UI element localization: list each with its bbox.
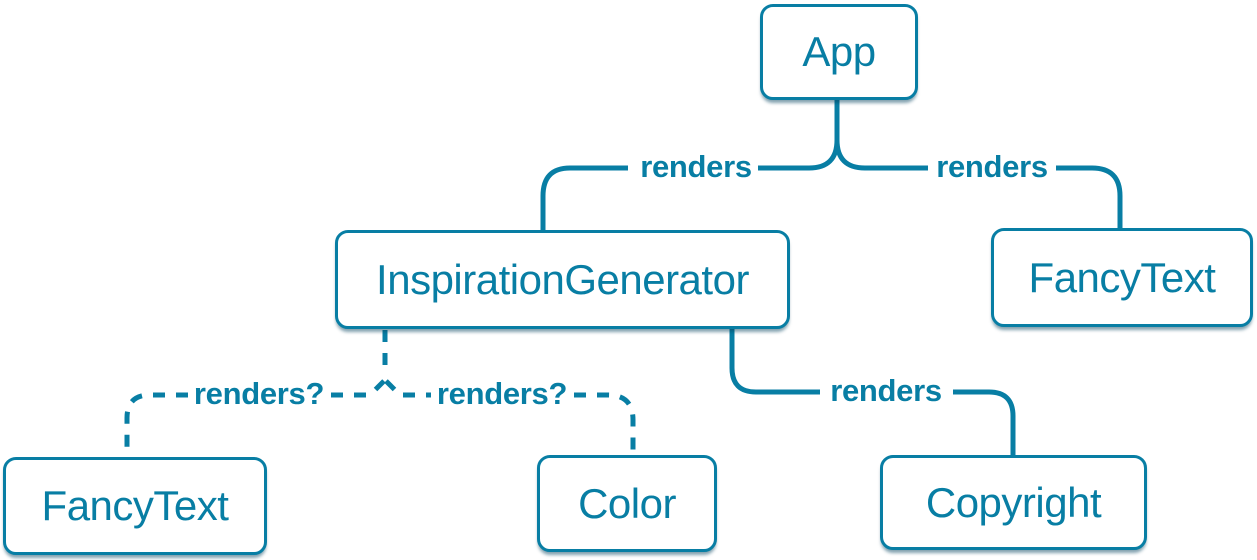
- node-copyright: Copyright: [880, 455, 1147, 550]
- edge-inspiration-fork-left-path: [368, 379, 386, 397]
- edge-app-stem-right-path: [834, 139, 928, 171]
- edge-label-inspiration-renders-fancytext: renders?: [193, 376, 325, 411]
- node-inspiration-generator: InspirationGenerator: [335, 230, 790, 329]
- edge-inspiration-fancytext-seg2-path: [124, 392, 188, 455]
- edge-inspiration-copyright-seg1-path: [729, 329, 820, 395]
- node-fancy-text-top-label: FancyText: [1028, 253, 1216, 301]
- edge-label-inspiration-renders-copyright: renders: [830, 373, 942, 408]
- edge-app-inspiration-path: [540, 165, 628, 230]
- edge-inspiration-copyright-seg2-path: [953, 389, 1016, 457]
- edge-app-fancytext-path: [1056, 165, 1123, 228]
- node-app-label: App: [802, 28, 876, 75]
- node-fancy-text-bottom: FancyText: [3, 457, 267, 555]
- node-fancy-text-bottom-label: FancyText: [41, 482, 229, 529]
- node-color: Color: [537, 455, 717, 552]
- node-copyright-label: Copyright: [925, 478, 1102, 526]
- node-fancy-text-top: FancyText: [991, 228, 1253, 327]
- edge-label-app-renders-fancytext: renders: [936, 149, 1048, 184]
- edge-label-app-renders-inspiration: renders: [640, 149, 752, 184]
- edge-label-inspiration-renders-color: renders?: [436, 376, 568, 411]
- node-app: App: [760, 4, 918, 100]
- node-color-label: Color: [578, 479, 676, 527]
- node-inspiration-generator-label: InspirationGenerator: [376, 255, 749, 303]
- edge-inspiration-color-seg2-path: [574, 392, 636, 453]
- edge-inspiration-fork-right-path: [384, 379, 402, 397]
- edge-app-stem-left-path: [758, 100, 840, 171]
